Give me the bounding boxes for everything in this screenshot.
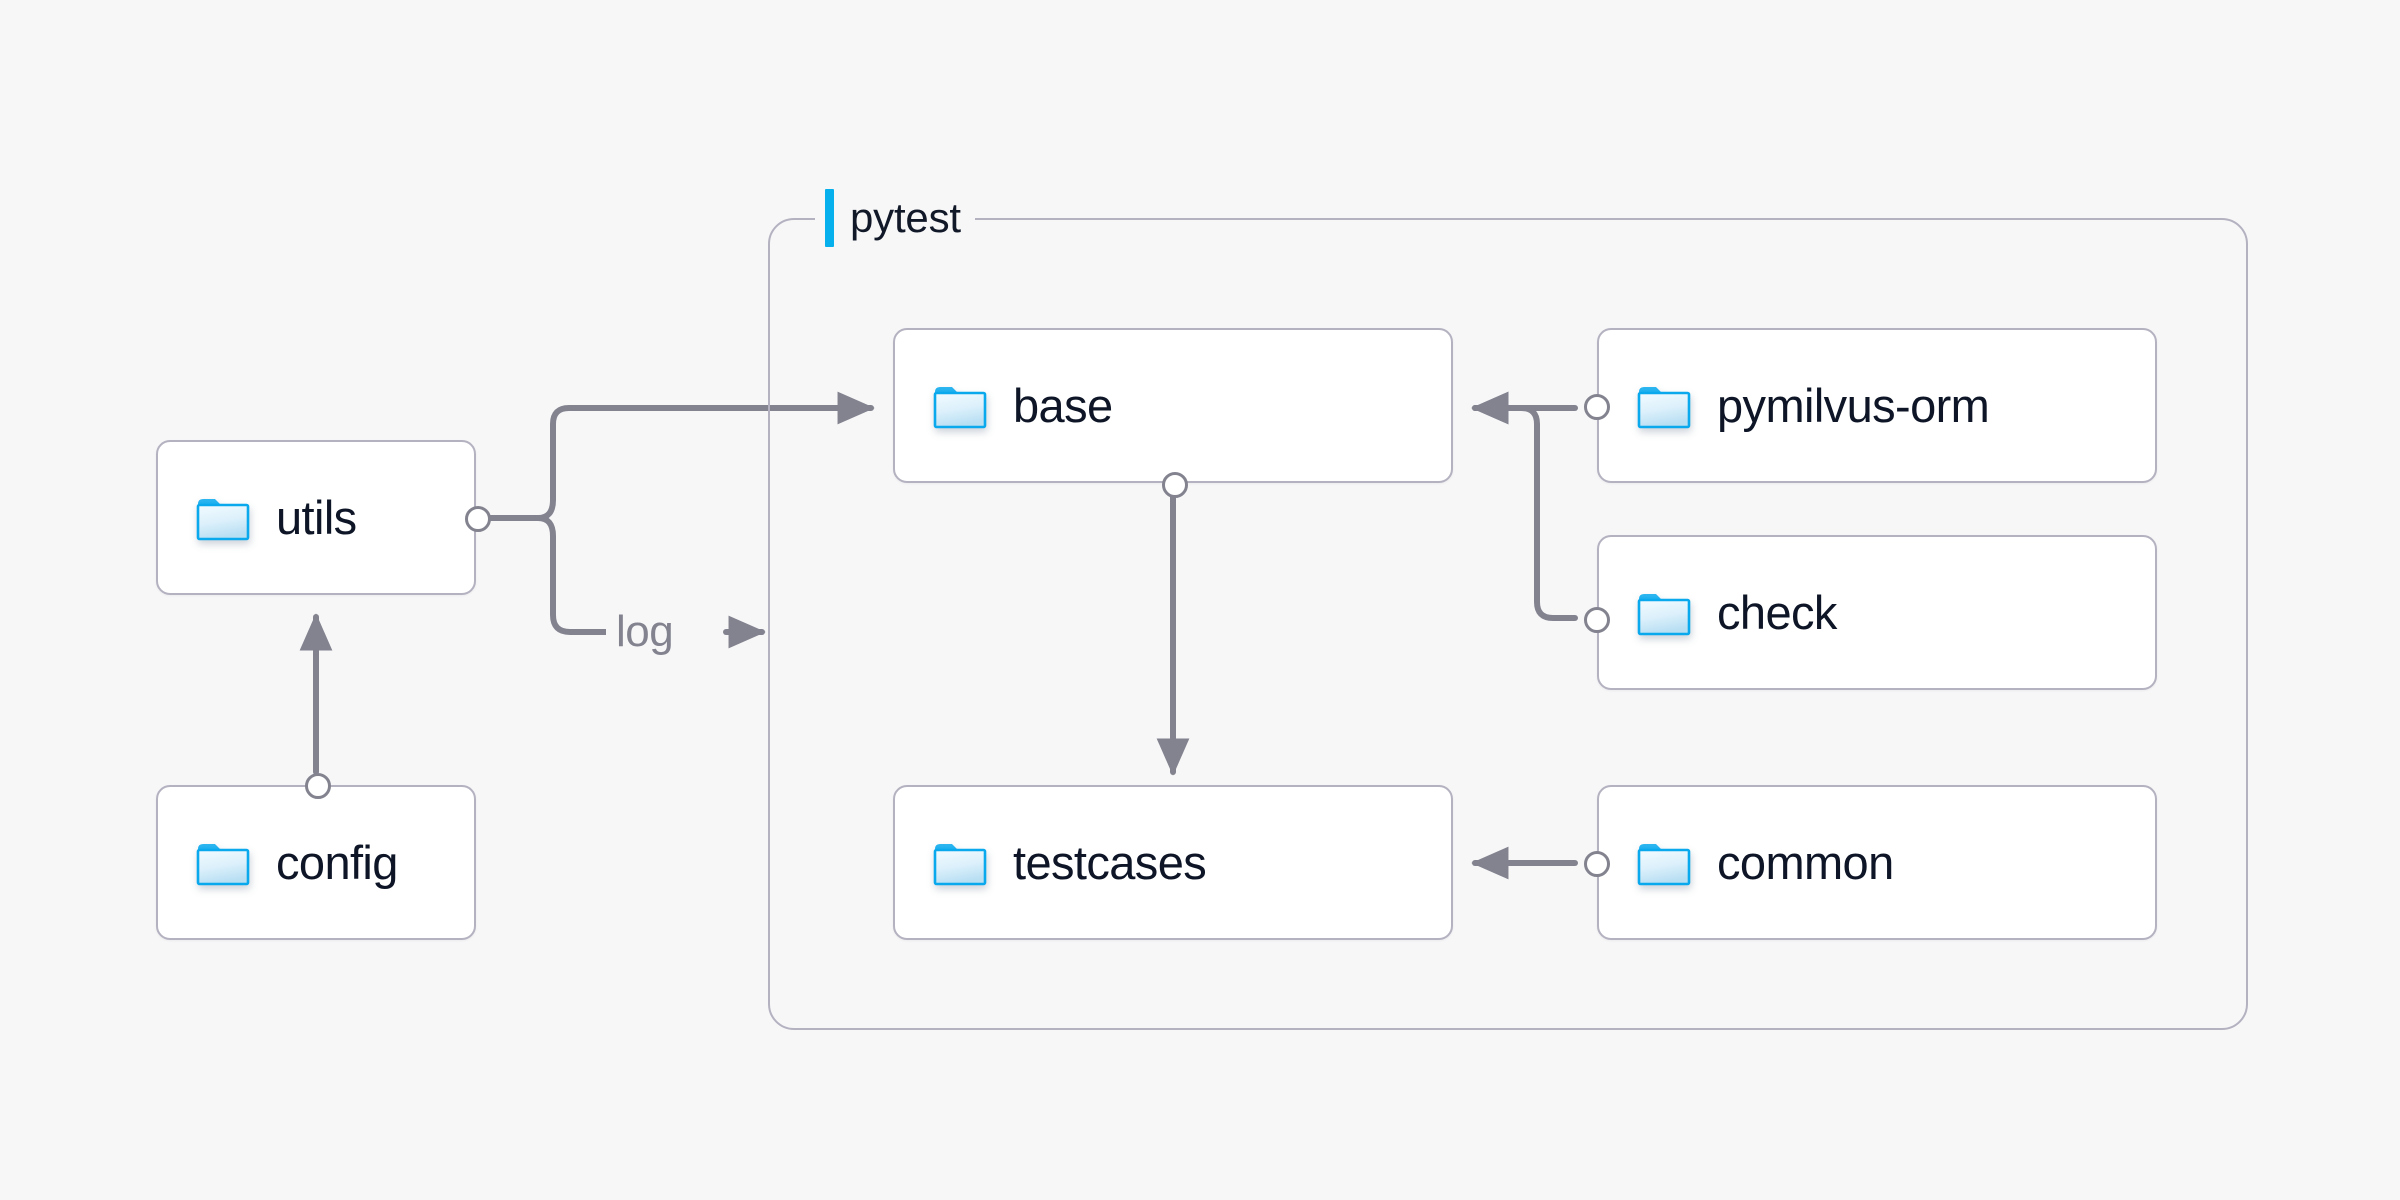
node-utils-label: utils	[276, 491, 357, 544]
port-pymilvus-orm-left[interactable]	[1584, 394, 1610, 420]
port-config-top[interactable]	[305, 773, 331, 799]
node-config-content: config	[158, 839, 398, 887]
node-utils[interactable]: utils	[156, 440, 491, 595]
node-testcases[interactable]: testcases	[893, 785, 1453, 940]
port-check-left[interactable]	[1584, 607, 1610, 633]
folder-icon	[933, 386, 987, 428]
node-base[interactable]: base	[893, 328, 1453, 498]
node-testcases-label: testcases	[1013, 836, 1207, 889]
edge-label-log: log	[606, 610, 684, 654]
folder-icon	[933, 843, 987, 885]
node-check[interactable]: check	[1584, 535, 2157, 690]
group-pytest[interactable]	[768, 218, 2248, 1030]
node-common-content: common	[1599, 839, 1894, 887]
group-pytest-label: pytest	[815, 185, 975, 251]
folder-icon	[196, 843, 250, 885]
node-common-label: common	[1717, 836, 1894, 889]
node-pymilvus-orm-label: pymilvus-orm	[1717, 379, 1990, 432]
node-base-label: base	[1013, 379, 1113, 432]
node-pymilvus-orm[interactable]: pymilvus-orm	[1584, 328, 2157, 483]
port-common-left[interactable]	[1584, 851, 1610, 877]
group-accent-bar	[825, 189, 834, 247]
port-base-bottom[interactable]	[1162, 472, 1188, 498]
node-common[interactable]: common	[1584, 785, 2157, 940]
node-config[interactable]: config	[156, 773, 476, 940]
folder-icon	[1637, 386, 1691, 428]
edge-utils-log	[535, 515, 609, 635]
node-check-label: check	[1717, 586, 1837, 639]
node-testcases-content: testcases	[895, 836, 1207, 889]
node-pymilvus-orm-content: pymilvus-orm	[1599, 379, 1990, 432]
folder-icon	[1637, 593, 1691, 635]
node-utils-content: utils	[158, 494, 357, 542]
node-config-label: config	[276, 836, 398, 889]
port-utils-right[interactable]	[465, 506, 491, 532]
folder-icon	[196, 498, 250, 540]
group-title-text: pytest	[850, 194, 961, 241]
node-check-content: check	[1599, 589, 1837, 637]
node-base-content: base	[895, 382, 1113, 430]
folder-icon	[1637, 843, 1691, 885]
